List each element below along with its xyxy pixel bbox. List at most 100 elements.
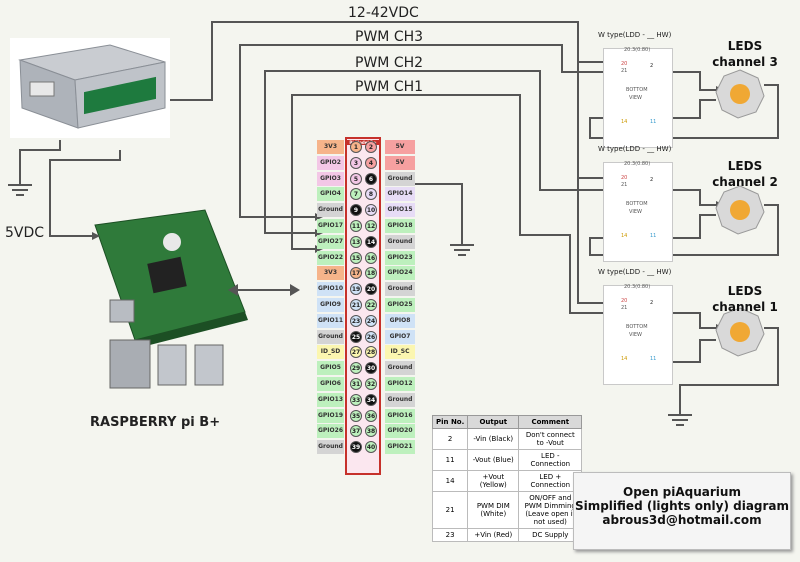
pin-number-right: 4 xyxy=(365,156,377,169)
info-subtitle: Simplified (lights only) diagram xyxy=(574,499,790,513)
pin-label-left: GPIO5 xyxy=(317,361,344,376)
pin-label-left: Ground xyxy=(317,203,344,218)
pin-label-left: GPIO13 xyxy=(317,392,344,407)
pin-label-right: GPIO25 xyxy=(385,298,415,312)
pin-number-left: 21 xyxy=(350,299,362,311)
wire-12-42vdc-ch2 xyxy=(577,62,605,179)
pin-label-right: Ground xyxy=(385,171,415,186)
table-cell-comment: ON/OFF and PWM Dimming (Leave open if no… xyxy=(518,491,583,529)
pin-label-right: GPIO18 xyxy=(385,219,415,233)
info-box: Open piAquarium Simplified (lights only)… xyxy=(573,472,791,550)
pin-label-left: GPIO19 xyxy=(317,408,344,423)
pin-label-left: Ground xyxy=(317,440,344,455)
label-pwm-ch1: PWM CH1 xyxy=(355,79,424,95)
pin-label-right: GPIO16 xyxy=(385,408,415,423)
wires xyxy=(8,21,779,426)
driver-pin-21: 21 xyxy=(621,182,628,188)
pin-number-left: 31 xyxy=(350,378,362,390)
driver-pin-21: 21 xyxy=(621,305,628,311)
pin-number-left: 9 xyxy=(350,204,362,217)
table-cell-pin: 21 xyxy=(431,491,469,529)
driver-bottom: BOTTOM xyxy=(626,324,648,330)
driver-dimension: 20.3(0.80) xyxy=(624,284,651,290)
pin-number-left: 27 xyxy=(350,346,362,359)
table-cell-output: PWM DIM (White) xyxy=(467,491,520,529)
label-pwm-ch3: PWM CH3 xyxy=(355,29,424,45)
pin-number-left: 7 xyxy=(350,188,362,201)
driver-pin-2: 2 xyxy=(650,177,654,183)
pin-number-left: 13 xyxy=(350,235,362,248)
pin-number-left: 1 xyxy=(350,141,362,153)
wire-pwm-ch2 xyxy=(264,70,605,234)
pin-table: Pin No. Output Comment 2-Vin (Black)Don'… xyxy=(431,415,583,542)
pin-label-right: 5V xyxy=(385,155,415,170)
pin-number-left: 19 xyxy=(350,283,362,296)
table-cell-comment: Don't connect to -Vout xyxy=(518,428,583,450)
driver-bottom: BOTTOM xyxy=(626,201,648,207)
pin-number-right: 18 xyxy=(365,267,377,280)
pin-number-right: 22 xyxy=(365,299,377,311)
raspberry-pi-board xyxy=(94,209,248,389)
led-channel-1 xyxy=(715,307,765,357)
driver-dimension: 20.3(0.80) xyxy=(624,161,651,167)
driver-pin-2: 2 xyxy=(650,300,654,306)
pin-label-right: GPIO14 xyxy=(385,187,415,202)
pin-number-right: 32 xyxy=(365,378,377,390)
led-channel-3 xyxy=(715,69,765,119)
driver-view: VIEW xyxy=(629,95,642,101)
table-row: 14+Vout (Yellow)LED + Connection xyxy=(431,470,583,492)
table-cell-output: -Vin (Black) xyxy=(467,428,520,450)
pin-label-left: GPIO4 xyxy=(317,187,344,202)
driver-pin-11: 11 xyxy=(650,233,657,239)
pin-label-right: 5V xyxy=(385,140,415,154)
header-title: Pi Model B+ xyxy=(347,140,379,145)
label-pwm-ch2: PWM CH2 xyxy=(355,55,424,71)
led-channel-2 xyxy=(715,185,765,235)
pin-number-left: 11 xyxy=(350,220,362,232)
driver-dimension: 20.3(0.80) xyxy=(624,47,651,53)
pin-number-right: 30 xyxy=(365,362,377,375)
wire-pwm-ch3 xyxy=(239,44,605,218)
table-row: 23+Vin (Red)DC Supply xyxy=(431,528,583,542)
driver-title: W type(LDD - __ HW) xyxy=(598,31,672,39)
table-cell-pin: 23 xyxy=(431,528,469,542)
info-email: abrous3d@hotmail.com xyxy=(602,513,762,527)
wire-header-ground xyxy=(415,183,463,245)
pin-label-left: GPIO2 xyxy=(317,155,344,170)
pin-label-right: GPIO7 xyxy=(385,329,415,344)
wire-supply-ground xyxy=(19,140,61,185)
pin-number-left: 5 xyxy=(350,172,362,185)
pin-label-left: GPIO9 xyxy=(317,298,344,312)
table-cell-comment: LED - Connection xyxy=(518,449,583,471)
table-header-pin: Pin No. xyxy=(431,415,469,429)
pin-number-right: 16 xyxy=(365,251,377,264)
pin-label-left: ID_SD xyxy=(317,345,344,360)
driver-pin-11: 11 xyxy=(650,356,657,362)
table-header-output: Output xyxy=(467,415,520,429)
driver-view: VIEW xyxy=(629,209,642,215)
driver-pin-20: 20 xyxy=(621,61,628,67)
driver-bottom: BOTTOM xyxy=(626,87,648,93)
pin-label-right: GPIO23 xyxy=(385,250,415,265)
pin-number-left: 3 xyxy=(350,156,362,169)
pin-number-right: 34 xyxy=(365,393,377,406)
pin-number-right: 2 xyxy=(365,141,377,153)
table-cell-pin: 2 xyxy=(431,428,469,450)
wire-12-42vdc xyxy=(170,21,605,101)
pin-label-right: GPIO20 xyxy=(385,424,415,439)
pin-label-left: 3V3 xyxy=(317,266,344,281)
pin-number-left: 33 xyxy=(350,393,362,406)
pin-number-left: 15 xyxy=(350,251,362,264)
pin-number-right: 26 xyxy=(365,330,377,343)
label-5vdc: 5VDC xyxy=(5,225,45,241)
raspberry-label: RASPBERRY pi B+ xyxy=(90,415,221,430)
driver-pin-14: 14 xyxy=(621,233,628,239)
driver-pin-14: 14 xyxy=(621,356,628,362)
power-supply xyxy=(10,38,170,138)
